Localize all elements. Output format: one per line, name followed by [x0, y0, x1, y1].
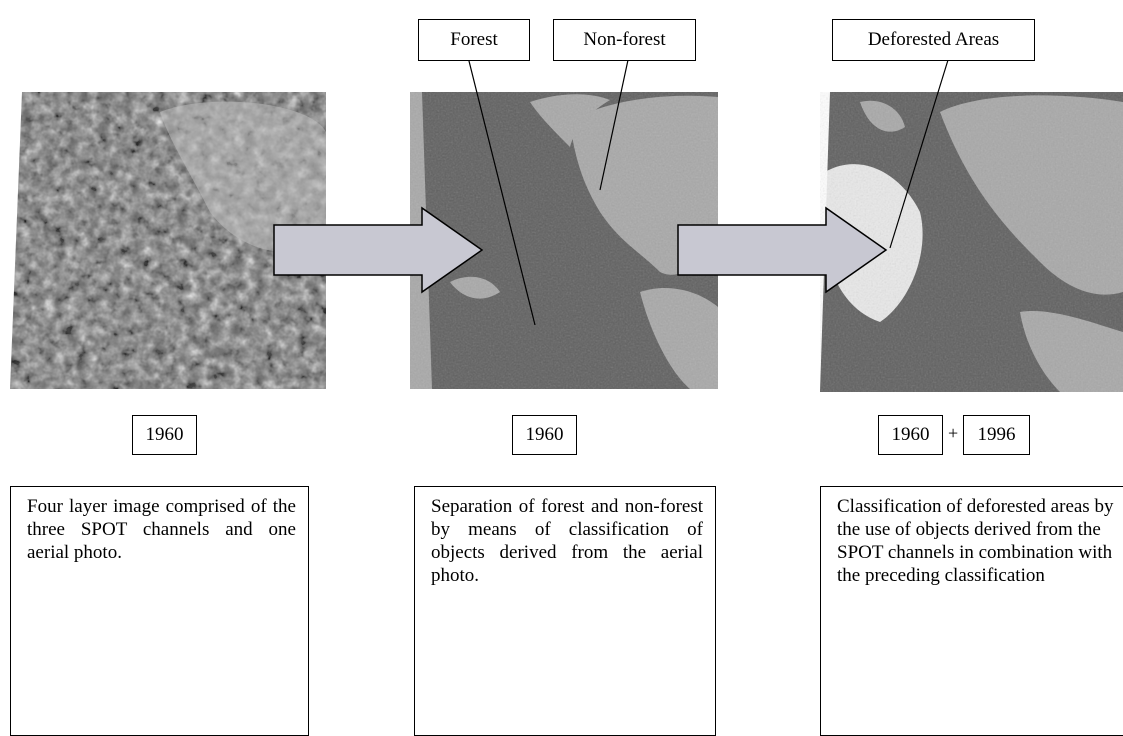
non-forest-label: Non-forest: [553, 19, 696, 61]
arrow-shape: [273, 206, 484, 294]
description-panel2: Separation of forest and non-forest by m…: [414, 486, 716, 736]
year-box-panel3-1960: 1960: [878, 415, 943, 455]
forest-label: Forest: [418, 19, 530, 61]
year-box-panel3-1996: 1996: [963, 415, 1030, 455]
year-box-panel1: 1960: [132, 415, 197, 455]
description-panel1: Four layer image comprised of the three …: [10, 486, 309, 736]
description-panel3: Classification of deforested areas by th…: [820, 486, 1123, 736]
plus-sign: +: [948, 423, 959, 443]
year-box-panel2: 1960: [512, 415, 577, 455]
process-arrow-1: [273, 206, 484, 294]
process-arrow-2: [677, 206, 888, 294]
arrow-shape: [677, 206, 888, 294]
deforested-areas-label: Deforested Areas: [832, 19, 1035, 61]
